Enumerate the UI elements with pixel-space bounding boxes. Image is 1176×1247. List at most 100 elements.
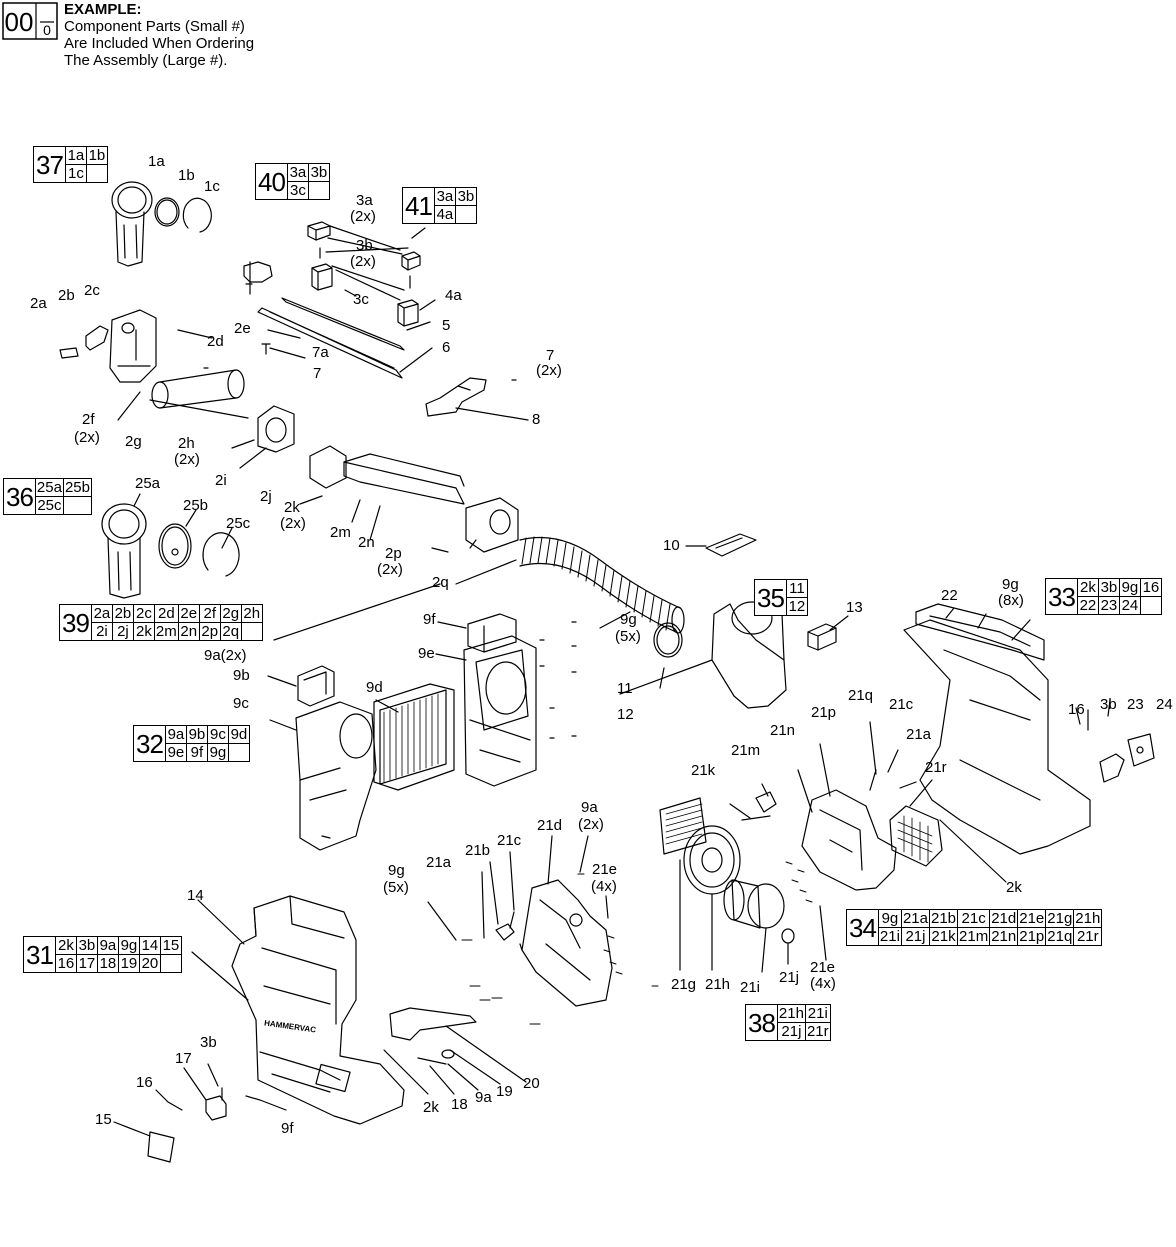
- part-label: 16: [136, 1074, 153, 1091]
- part-label: 3a: [356, 192, 373, 209]
- kit-component: 2f: [198, 604, 221, 623]
- part-8-lever: [425, 377, 487, 417]
- part-label: 14: [187, 887, 204, 904]
- kit-component: 16: [54, 954, 77, 973]
- part-2b-latch: [85, 325, 109, 351]
- part-21c-spring: [509, 911, 515, 929]
- kit-component: 23: [1097, 596, 1120, 615]
- part-25a-handle: [101, 503, 147, 599]
- part-label: (2x): [280, 515, 306, 532]
- kit-number: 35: [754, 579, 787, 616]
- part-label: 2b: [58, 287, 75, 304]
- kit-component: 9g: [206, 743, 229, 762]
- part-label: 24: [1156, 696, 1173, 713]
- kit-component: 21h: [776, 1004, 806, 1023]
- kit-component: 21p: [1017, 927, 1047, 946]
- part-label: (5x): [615, 628, 641, 645]
- part-21m-latch: [755, 791, 777, 813]
- kit-component: 9b: [185, 725, 208, 744]
- kit-component: 2n: [177, 622, 200, 641]
- kit-component: 21r: [804, 1022, 831, 1041]
- part-15-plate: [147, 1131, 175, 1163]
- part-21g-grille: [659, 797, 707, 855]
- kit-component: 19: [117, 954, 140, 973]
- part-21p-frame: [801, 789, 897, 891]
- kit-number: 39: [59, 604, 92, 641]
- part-1a-handle: [111, 181, 153, 267]
- part-label: 2m: [330, 524, 351, 541]
- part-label: 2g: [125, 433, 142, 450]
- part-label: 15: [95, 1111, 112, 1128]
- part-5-strip: [281, 297, 405, 351]
- kit-component: 21d: [989, 909, 1019, 928]
- part-label: 20: [523, 1075, 540, 1092]
- part-label: (2x): [74, 429, 100, 446]
- kit-component: 1c: [64, 164, 87, 183]
- part-label: 2k: [423, 1099, 439, 1116]
- part-label: 9a: [475, 1089, 492, 1106]
- part-label: 17: [175, 1050, 192, 1067]
- part-label: 21q: [848, 687, 874, 704]
- part-label: 9g: [388, 862, 405, 879]
- part-label: 21c: [497, 832, 522, 849]
- part-label: 10: [663, 537, 680, 554]
- part-label: 21i: [740, 979, 761, 996]
- part-19-washer: [441, 1049, 455, 1059]
- part-12-elbow: [711, 601, 787, 709]
- kit-component: 25c: [34, 496, 64, 515]
- part-2a-pin: [59, 347, 79, 359]
- part-label: 2e: [234, 320, 251, 337]
- part-label: 2n: [358, 534, 375, 551]
- kit-component: 25b: [62, 478, 92, 497]
- part-label: 9a(2x): [204, 647, 247, 664]
- part-21q-spring: [869, 769, 877, 791]
- part-label: 2q: [432, 574, 449, 591]
- part-label: 2p: [385, 545, 402, 562]
- kit-component: 2e: [177, 604, 200, 623]
- part-label: 6: [442, 339, 451, 356]
- kit-component: 24: [1118, 596, 1141, 615]
- part-label: 2j: [260, 488, 272, 505]
- kit-number: 41: [402, 187, 435, 224]
- example-heading: EXAMPLE:: [64, 1, 142, 18]
- kit-component: 3c: [286, 181, 309, 200]
- part-label: 2h: [178, 435, 195, 452]
- kit-component: 9d: [227, 725, 250, 744]
- part-3b-spring: [319, 247, 411, 289]
- part-label: 25b: [183, 497, 209, 514]
- part-3a-clip: [401, 251, 421, 271]
- kit-component: 3a: [433, 187, 456, 206]
- part-label: 1c: [204, 178, 220, 195]
- kit-component: [85, 164, 108, 183]
- part-4a-block: [397, 299, 419, 327]
- part-11-ring: [653, 622, 683, 658]
- part-label: 9c: [233, 695, 249, 712]
- kit-component: 21j: [900, 927, 930, 946]
- part-21i-motor: [723, 879, 785, 929]
- part-label: 3b: [356, 237, 373, 254]
- kit-component: 3a: [286, 163, 309, 182]
- part-label: 8: [532, 411, 541, 428]
- kit-component: 22: [1076, 596, 1099, 615]
- part-label: 3b: [200, 1034, 217, 1051]
- part-21e-bushings: [603, 935, 623, 975]
- part-16-pin: [167, 1101, 183, 1111]
- example-line: The Assembly (Large #).: [64, 52, 228, 69]
- kit-component: 9g: [117, 936, 140, 955]
- part-2n-block: [465, 497, 519, 553]
- example-component-number: 0: [43, 22, 51, 38]
- part-label: 21g: [671, 976, 697, 993]
- part-1c-ring: [182, 197, 212, 233]
- kit-component: 2j: [111, 622, 134, 641]
- part-9e-housing: [463, 635, 537, 787]
- part-label: (5x): [383, 879, 409, 896]
- kit-number: 36: [3, 478, 36, 515]
- kit-component: 4a: [433, 205, 456, 224]
- kit-number: 33: [1045, 578, 1078, 615]
